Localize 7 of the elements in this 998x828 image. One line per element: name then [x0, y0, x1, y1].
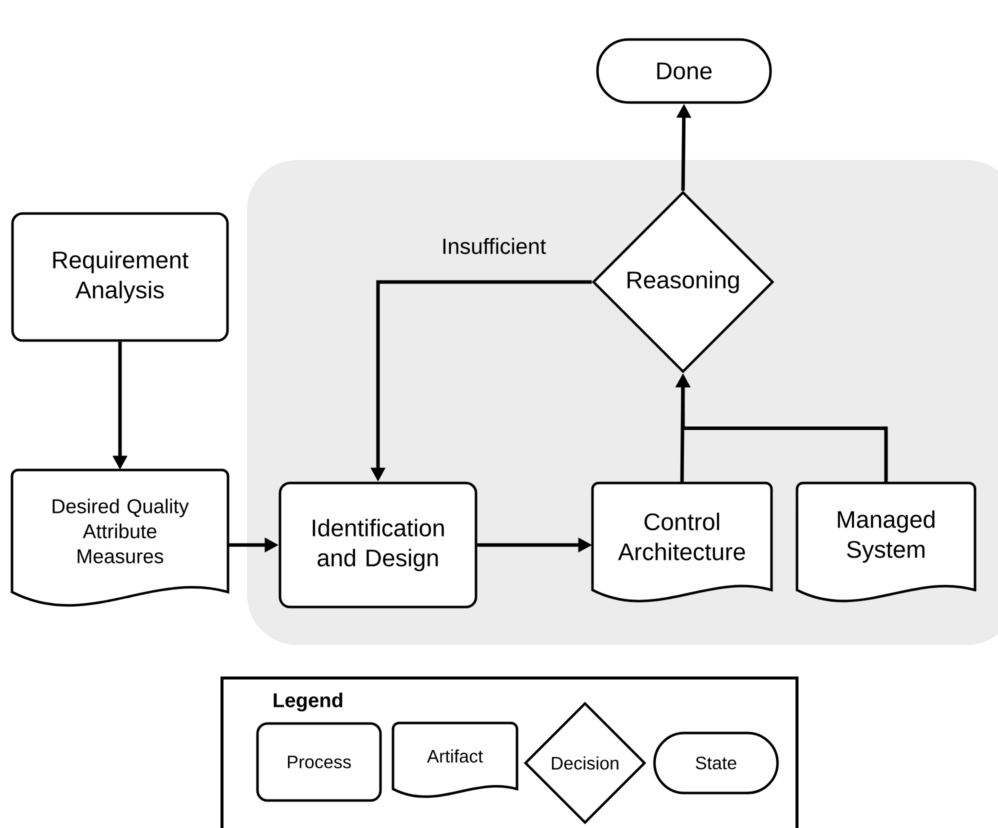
- process-box: Identification and Design: [278, 482, 478, 608]
- legend-title: Legend: [274, 692, 342, 712]
- legend-item: State: [653, 732, 779, 794]
- legend-item: Artifact: [392, 722, 518, 798]
- process-box: Requirement Analysis: [11, 212, 229, 342]
- legend-item: Process: [256, 722, 382, 802]
- edge-label: Insufficient: [439, 236, 548, 256]
